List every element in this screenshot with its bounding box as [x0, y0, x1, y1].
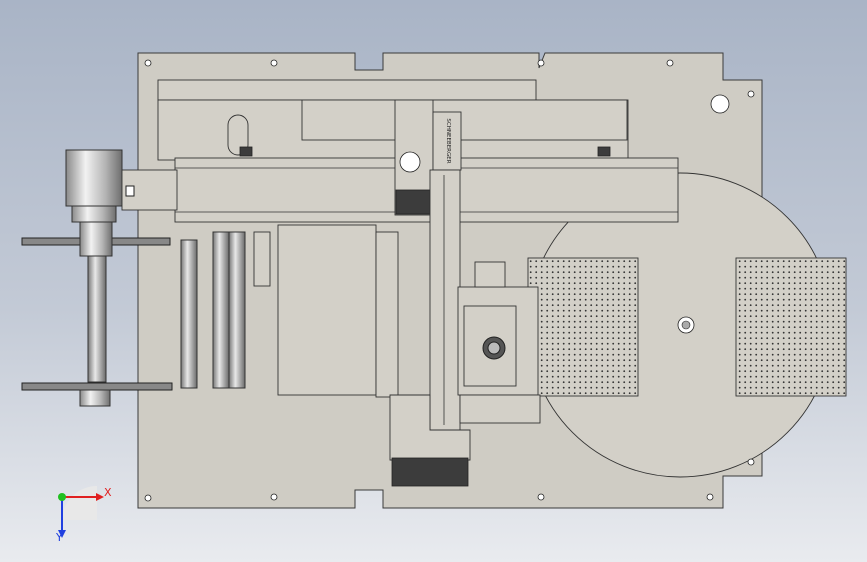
mounting-holes: [144, 59, 755, 502]
housing-port: [399, 151, 421, 173]
slot-cutout: [227, 114, 249, 156]
lower-mount-plate: [277, 224, 377, 396]
sensor-left: [239, 146, 253, 157]
schneeberger-label-plate: [432, 111, 462, 171]
gripper-body: [389, 394, 471, 461]
guide-rod-1: [180, 239, 198, 389]
coordinate-triad: X Y: [55, 486, 112, 544]
head-bracket: [474, 261, 506, 288]
z-axis-column: [429, 169, 461, 433]
upper-block: [301, 99, 628, 141]
guide-rod-3: [228, 231, 246, 389]
upper-frame-rail: [157, 79, 537, 101]
motor-block: [395, 189, 431, 215]
sensor-right: [597, 146, 611, 157]
y-axis-label: Y: [55, 531, 63, 544]
lower-disc: [21, 382, 173, 391]
x-axis-label: X: [104, 486, 112, 499]
bottom-motor: [391, 457, 469, 487]
module-label: SCHNEEBERGER: [445, 118, 451, 163]
side-bracket: [375, 231, 399, 398]
spindle-arm: [121, 169, 178, 211]
sensor-post: [253, 231, 271, 287]
y-axis-dot: [58, 493, 66, 501]
spindle-shaft: [87, 255, 107, 383]
guide-rod-2: [212, 231, 230, 389]
head-base: [459, 394, 541, 424]
spindle-motor: [65, 149, 123, 207]
